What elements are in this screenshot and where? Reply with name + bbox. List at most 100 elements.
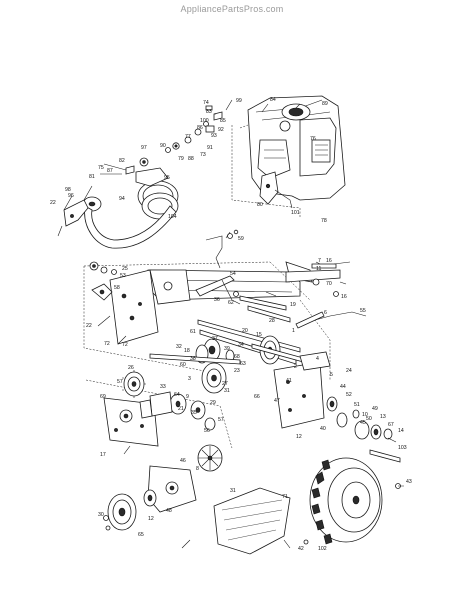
callout-1a: 1 <box>292 328 295 334</box>
callout-47: 47 <box>274 398 280 404</box>
leader-lines <box>63 99 404 549</box>
callout-83: 83 <box>206 109 212 115</box>
callout-99: 99 <box>236 98 242 104</box>
callout-15: 15 <box>256 332 262 338</box>
callout-40: 40 <box>320 426 326 432</box>
right-frame-panel[interactable] <box>273 351 331 429</box>
callout-80: 80 <box>257 202 263 208</box>
axle-bearing-right[interactable] <box>326 396 360 428</box>
callout-89: 89 <box>322 101 328 107</box>
callout-10: 10 <box>362 412 368 418</box>
callout-73: 73 <box>200 152 206 158</box>
callout-39: 39 <box>224 346 230 352</box>
callout-96: 96 <box>68 193 74 199</box>
callout-78: 78 <box>321 218 327 224</box>
callout-70: 70 <box>326 281 332 287</box>
callout-104: 104 <box>168 214 177 220</box>
callout-54: 54 <box>230 271 236 277</box>
bearing-48[interactable] <box>143 489 157 507</box>
callout-66: 66 <box>254 394 260 400</box>
shift-linkage-19[interactable] <box>239 291 291 323</box>
bearing-left-top[interactable] <box>89 261 117 275</box>
sprocket-26[interactable] <box>122 370 146 398</box>
callout-12b: 12 <box>148 516 154 522</box>
callout-30: 30 <box>98 512 104 518</box>
callout-41: 41 <box>286 378 292 384</box>
callout-24: 24 <box>346 368 352 374</box>
callout-50: 50 <box>366 416 372 422</box>
callout-82: 82 <box>119 158 125 164</box>
axle-shaft-103[interactable] <box>369 449 401 463</box>
throttle-bracket[interactable] <box>259 171 293 209</box>
callout-16b: 16 <box>341 294 347 300</box>
callout-98: 98 <box>65 187 71 193</box>
callout-69: 69 <box>100 394 106 400</box>
callout-95: 95 <box>164 175 170 181</box>
tire-wheel-102[interactable] <box>309 457 383 545</box>
idler-bracket-96[interactable] <box>57 199 89 237</box>
callout-76: 76 <box>310 136 316 142</box>
callout-87: 87 <box>107 168 113 174</box>
rod-6[interactable] <box>295 311 325 329</box>
sprocket-64[interactable] <box>169 393 187 415</box>
callout-79: 79 <box>178 156 184 162</box>
callout-72b: 72 <box>122 342 128 348</box>
shift-arm-54[interactable] <box>195 275 241 305</box>
auger-gear-case-8[interactable] <box>147 465 197 513</box>
callout-22a: 22 <box>50 200 56 206</box>
callout-77: 77 <box>185 134 191 140</box>
bushing-3[interactable] <box>204 417 216 431</box>
callout-102: 102 <box>318 546 327 552</box>
callout-52: 52 <box>346 392 352 398</box>
callout-67: 67 <box>388 422 394 428</box>
sprocket-large-33[interactable] <box>201 362 227 394</box>
housing-shroud-71[interactable] <box>213 487 291 555</box>
impeller-34[interactable] <box>197 444 223 472</box>
callout-3: 3 <box>188 376 191 382</box>
auger-pulley-65[interactable] <box>107 493 137 531</box>
callout-56: 56 <box>204 428 210 434</box>
callout-12a: 12 <box>296 434 302 440</box>
drive-belt-94[interactable] <box>84 205 177 249</box>
callout-44: 44 <box>340 384 346 390</box>
callout-61: 61 <box>190 329 196 335</box>
link-plate-41[interactable] <box>139 399 153 419</box>
fastener-30[interactable] <box>103 515 111 531</box>
callout-11: 11 <box>316 266 321 272</box>
callout-27: 27 <box>222 381 228 387</box>
axle-hub-10[interactable] <box>354 420 393 440</box>
callout-45: 45 <box>360 420 366 426</box>
shift-rod-53[interactable] <box>205 229 239 269</box>
callout-85: 85 <box>220 118 226 124</box>
callout-91: 91 <box>207 145 213 151</box>
hardware-stack-upper[interactable] <box>125 105 223 175</box>
callout-57a: 57 <box>117 379 123 385</box>
callout-75: 75 <box>98 165 104 171</box>
callout-59a: 59 <box>238 236 244 242</box>
callout-13: 13 <box>380 414 386 420</box>
callout-71: 71 <box>282 494 288 500</box>
engine-assembly[interactable] <box>247 95 346 201</box>
callout-84: 84 <box>270 97 276 103</box>
callout-42: 42 <box>298 546 304 552</box>
axle-bearing-58[interactable] <box>91 283 113 301</box>
callout-28: 28 <box>269 318 275 324</box>
callout-48: 48 <box>166 508 172 514</box>
tire-valve-42[interactable] <box>303 539 309 545</box>
callout-49: 49 <box>372 406 378 412</box>
belt-guide-90[interactable] <box>135 167 169 187</box>
callout-64: 64 <box>174 392 180 398</box>
callout-100: 100 <box>200 118 209 124</box>
callout-62: 62 <box>228 300 234 306</box>
bracket-63[interactable] <box>149 391 173 417</box>
callout-81: 81 <box>89 174 95 180</box>
callout-18: 18 <box>184 348 190 354</box>
callout-32: 32 <box>176 344 182 350</box>
shift-bracket-7[interactable] <box>285 261 351 297</box>
sprocket-9[interactable] <box>190 400 206 420</box>
callout-65: 65 <box>138 532 144 538</box>
friction-wheel-assembly[interactable] <box>149 338 241 365</box>
callout-19: 19 <box>290 302 296 308</box>
bolt-11[interactable] <box>311 263 337 269</box>
callout-55: 55 <box>360 308 366 314</box>
